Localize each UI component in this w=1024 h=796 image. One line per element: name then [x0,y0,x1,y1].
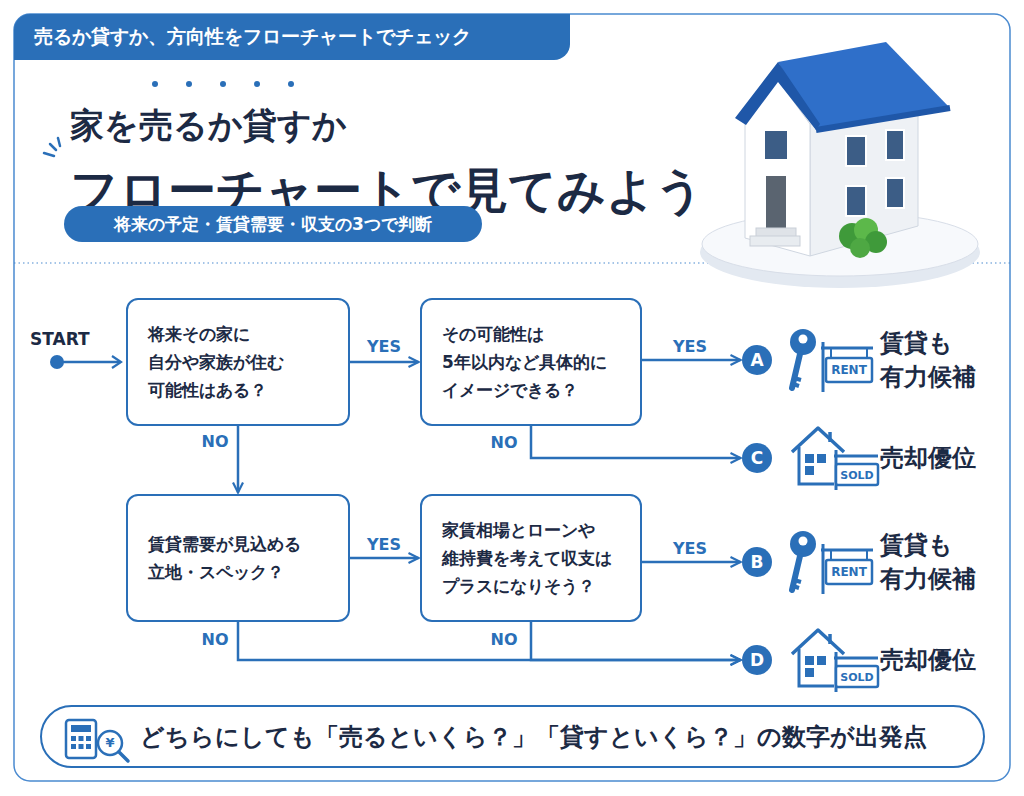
house-illustration [850,238,870,258]
edge-label: NO [200,432,231,451]
emphasis-dots [152,81,294,87]
sign-text: RENT [831,565,867,579]
edge-label: NO [489,630,520,649]
result-text: 売却優位 [880,643,976,677]
emphasis-dots [152,81,158,87]
calculator-icon [119,752,128,761]
node-text: 将来その家に 自分や家族が住む 可能性はある？ [148,320,328,404]
house-illustration [846,186,866,216]
question-box: 賃貸需要が見込める 立地・スペック？ [126,494,350,622]
yen-symbol: ¥ [105,735,114,751]
house-illustration [750,236,800,246]
flow-arrow [350,557,419,560]
node-text: C [751,450,763,467]
calculator-icon [86,736,91,741]
house-illustration [810,110,918,256]
house-illustration [886,130,904,160]
house-illustration [700,42,980,288]
emphasis-dots [186,81,192,87]
result-badge: A [742,345,772,375]
start-marker [112,356,121,368]
emphasis-dots [288,81,294,87]
flow-arrow [642,359,741,362]
sign-text: SOLD [840,469,873,482]
start-marker [57,361,120,364]
emphasis-dots [254,81,260,87]
node-text: A [750,352,763,369]
node-text: その可能性は 5年以内など具体的に イメージできる？ [442,320,620,404]
house-illustration [766,176,786,228]
sign-text: SOLD [840,671,873,684]
edge-label: YES [671,539,709,558]
result-badge: B [742,547,772,577]
node-text: D [750,652,764,669]
accent-strokes [44,138,60,156]
result-badge: D [742,645,772,675]
result-badge: C [742,443,772,473]
result-text: 賃貸も 有力候補 [880,528,990,596]
flow-arrow [642,561,741,564]
calculator-icon [66,720,96,758]
question-box: 家賃相場とローンや 維持費を考えて収支は プラスになりそう？ [420,494,642,622]
node-text: 売るか貸すか、方向性をフローチャートでチェック [34,24,550,50]
calculator-icon [71,744,76,749]
calculator-icon [79,744,84,749]
house-illustration [846,136,866,166]
start-label: START [30,322,90,356]
sign-text: RENT [831,363,867,377]
page-title: 家を売るか貸すか フローチャートで見てみよう [70,86,720,225]
accent-strokes [58,138,60,146]
house-illustration [816,108,950,130]
calculator-icon [71,736,91,749]
flow-arrow [237,426,240,493]
rent-key-icon [790,531,873,594]
rent-key-icon [790,329,873,392]
flow-arrow [238,622,741,660]
calculator-icon [66,720,128,761]
calculator-icon [86,744,91,749]
flow-arrow [531,622,741,660]
emphasis-dots [220,81,226,87]
note-pill: どちらにしても「売るといくら？」「貸すといくら？」の数字が出発点 [40,705,985,768]
accent-strokes [44,153,54,156]
edge-label: NO [200,630,231,649]
flow-arrow [531,426,741,458]
start-marker [50,355,121,369]
house-illustration [778,42,950,130]
accent-strokes [50,144,56,150]
result-text: 賃貸も 有力候補 [880,326,990,394]
calculator-icon [79,736,84,741]
edge-label: YES [365,337,403,356]
question-box: 将来その家に 自分や家族が住む 可能性はある？ [126,298,350,426]
house-illustration [886,178,904,208]
node-text: 家賃相場とローンや 維持費を考えて収支は プラスになりそう？ [442,516,620,600]
node-text: どちらにしても「売るといくら？」「貸すといくら？」の数字が出発点 [140,721,963,753]
edge-label: YES [365,535,403,554]
house-illustration [735,62,820,130]
node-text: B [751,554,764,571]
calculator-icon [71,736,76,741]
sold-house-icon [792,428,878,490]
header-band: 売るか貸すか、方向性をフローチャートでチェック [14,14,570,60]
edge-label: NO [489,433,520,452]
flow-arrow [350,361,419,364]
edge-label: YES [671,337,709,356]
question-box: その可能性は 5年以内など具体的に イメージできる？ [420,298,642,426]
subtitle-pill: 将来の予定・賃貸需要・収支の3つで判断 [64,206,482,242]
node-text: 賃貸需要が見込める 立地・スペック？ [148,530,328,586]
result-text: 売却優位 [880,441,976,475]
house-illustration [764,130,788,160]
page-frame [14,14,1010,781]
sold-house-icon [792,630,878,692]
node-text: 将来の予定・賃貸需要・収支の3つで判断 [114,213,432,236]
calculator-icon [71,725,91,732]
